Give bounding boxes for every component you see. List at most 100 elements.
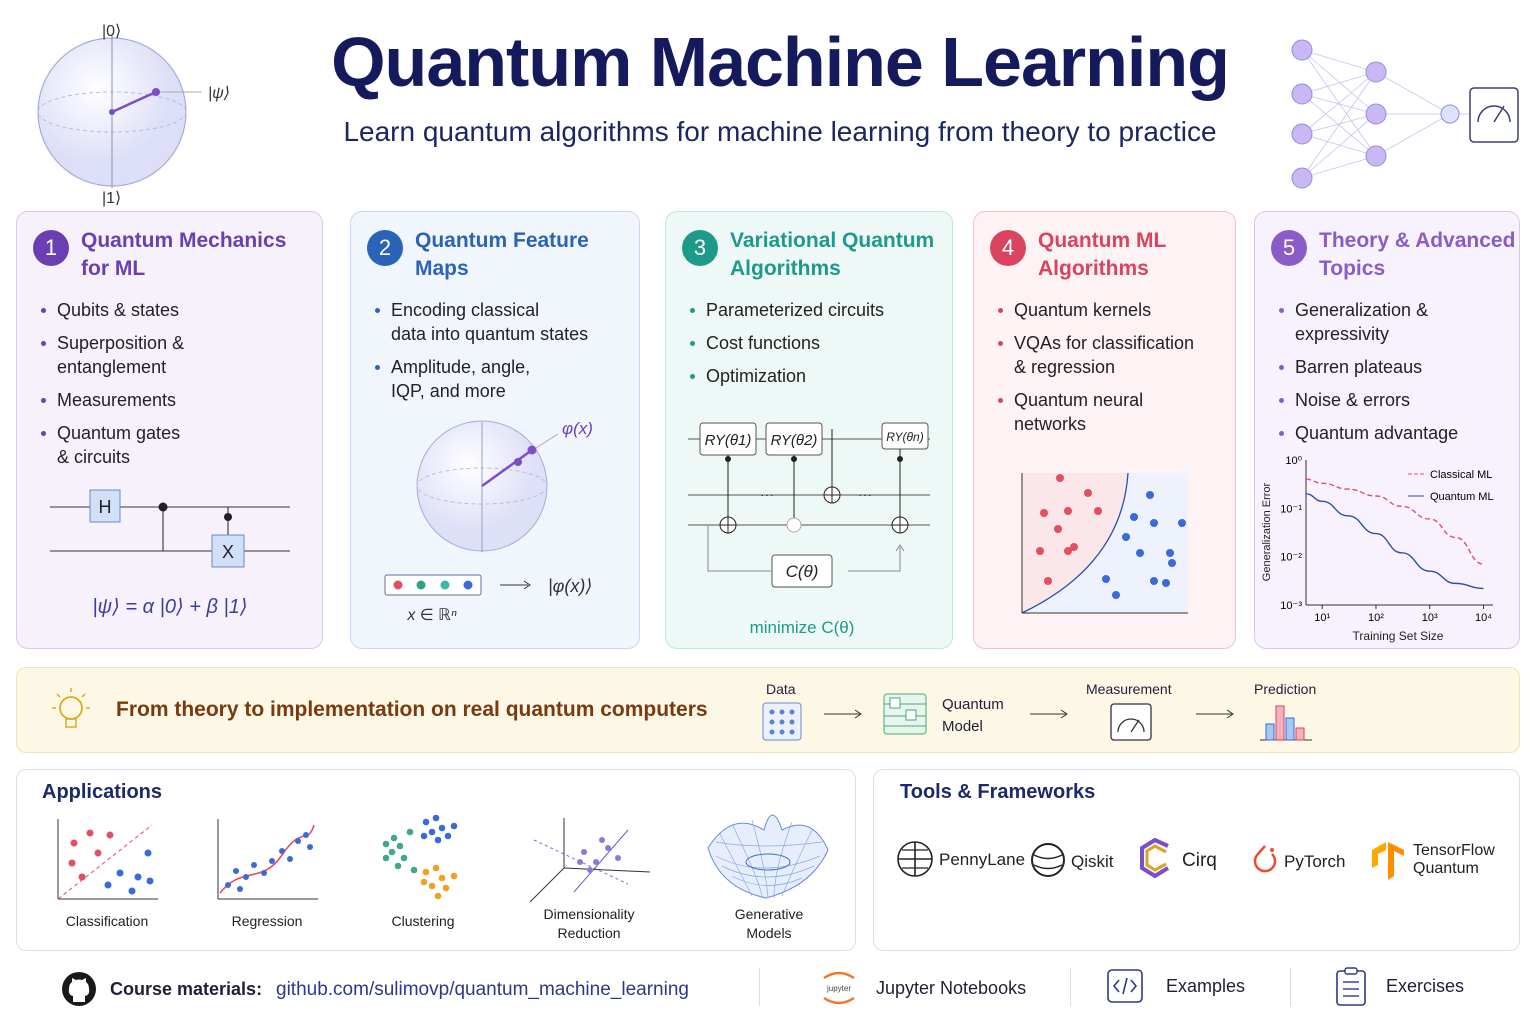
module-number-badge: 1 bbox=[33, 230, 69, 266]
exercises-link[interactable]: Exercises bbox=[1386, 976, 1465, 996]
nn-node bbox=[1291, 83, 1313, 105]
nn-node bbox=[1365, 145, 1387, 167]
tool-pytorch[interactable]: PyTorch bbox=[1284, 852, 1346, 871]
code-icon bbox=[1107, 969, 1143, 1003]
applications-title: Applications bbox=[42, 781, 163, 803]
phi-label: φ(x) bbox=[562, 419, 593, 438]
page-subtitle: Learn quantum algorithms for machine lea… bbox=[343, 116, 1217, 147]
state-formula: |ψ⟩ = α |0⟩ + β |1⟩ bbox=[92, 596, 247, 618]
bar-chart-icon bbox=[1260, 705, 1312, 741]
divider bbox=[759, 968, 760, 1006]
tool-qiskit[interactable]: Qiskit bbox=[1071, 852, 1114, 871]
kernel-classification-diagram bbox=[1021, 472, 1188, 614]
clustering-icon bbox=[382, 814, 458, 900]
generative-surface-icon bbox=[707, 814, 829, 899]
topic-item: Optimization bbox=[688, 364, 884, 388]
flow-prediction-label: Prediction bbox=[1254, 681, 1317, 697]
dimensionality-reduction-icon bbox=[529, 818, 651, 903]
cost-box: C(θ) bbox=[786, 562, 819, 581]
legend-label: Quantum ML bbox=[1430, 491, 1494, 503]
topic-item: Barren plateaus bbox=[1277, 355, 1458, 379]
tools-panel bbox=[873, 769, 1520, 951]
jupyter-link[interactable]: Jupyter Notebooks bbox=[876, 978, 1027, 998]
x-gate: X bbox=[222, 542, 234, 562]
topic-item: Generalization &expressivity bbox=[1277, 298, 1458, 346]
bloch-sphere-icon: |0⟩ |1⟩ |ψ⟩ bbox=[37, 23, 230, 207]
nn-node bbox=[1440, 104, 1460, 124]
pytorch-icon bbox=[1253, 845, 1277, 873]
y-tick-label: 10⁻¹ bbox=[1280, 503, 1302, 515]
circuit-diagram: H X |ψ⟩ = α |0⟩ + β |1⟩ bbox=[50, 489, 290, 618]
neural-network-icon bbox=[1291, 39, 1519, 189]
topic-item: Cost functions bbox=[688, 331, 884, 355]
y-tick-label: 10⁰ bbox=[1285, 455, 1302, 467]
variational-circuit-diagram: RY(θ1) RY(θ2) RY(θn) ··· ··· C(θ) minimi… bbox=[688, 422, 930, 637]
x-tick-label: 10² bbox=[1368, 612, 1384, 624]
module-number-badge: 4 bbox=[990, 230, 1026, 266]
application-classification: Classification bbox=[65, 913, 149, 929]
flow-data-label: Data bbox=[766, 681, 796, 697]
psi-label: |ψ⟩ bbox=[208, 85, 230, 102]
dots-1: ··· bbox=[760, 486, 774, 502]
banner-text: From theory to implementation on real qu… bbox=[116, 698, 708, 721]
topic-item: Quantum gates& circuits bbox=[39, 421, 184, 469]
module-number-badge: 2 bbox=[367, 230, 403, 266]
x-tick-label: 10⁴ bbox=[1475, 612, 1492, 624]
tools-title: Tools & Frameworks bbox=[900, 781, 1096, 803]
qiskit-icon bbox=[1031, 843, 1065, 877]
meter-icon bbox=[1110, 703, 1152, 741]
examples-link[interactable]: Examples bbox=[1166, 976, 1246, 996]
tool-pennylane[interactable]: PennyLane bbox=[939, 850, 1026, 869]
ry-gate-1: RY(θ1) bbox=[705, 432, 752, 449]
ket-phi-label: |φ(x)⟩ bbox=[548, 576, 592, 596]
nn-node bbox=[1291, 39, 1313, 61]
application-clustering: Clustering bbox=[391, 913, 455, 929]
arrow-icon bbox=[1030, 709, 1068, 719]
nn-node bbox=[1291, 123, 1313, 145]
tool-cirq[interactable]: Cirq bbox=[1182, 850, 1217, 871]
jupyter-icon: jupyter bbox=[823, 971, 855, 1005]
series-quantum-ml bbox=[1305, 493, 1484, 590]
chart-ylabel: Generalization Error bbox=[1261, 482, 1273, 581]
x-tick-label: 10¹ bbox=[1314, 612, 1330, 624]
topic-item: Amplitude, angle,IQP, and more bbox=[373, 355, 588, 403]
topic-item: Superposition &entanglement bbox=[39, 331, 184, 379]
arrow-icon bbox=[1196, 709, 1234, 719]
tensorflow-icon bbox=[1372, 842, 1404, 880]
minimize-label: minimize C(θ) bbox=[750, 618, 855, 637]
chart-xlabel: Training Set Size bbox=[1353, 629, 1444, 643]
x-tick-label: 10³ bbox=[1422, 612, 1438, 624]
nn-node bbox=[1365, 103, 1387, 125]
application-regression: Regression bbox=[231, 913, 303, 929]
y-tick-label: 10⁻² bbox=[1280, 552, 1302, 564]
ket0-label: |0⟩ bbox=[102, 23, 121, 40]
course-link[interactable]: github.com/sulimovp/quantum_machine_lear… bbox=[276, 979, 689, 1000]
series-classical-ml bbox=[1305, 478, 1484, 565]
quantum-model-icon bbox=[883, 693, 927, 735]
lightbulb-icon bbox=[52, 688, 90, 728]
dots-2: ··· bbox=[858, 486, 872, 502]
feature-map-diagram: φ(x) |φ(x)⟩ x ∈ ℝⁿ bbox=[384, 419, 593, 624]
ry-gate-n: RY(θn) bbox=[886, 430, 923, 444]
module-number-badge: 5 bbox=[1271, 230, 1307, 266]
ry-gate-2: RY(θ2) bbox=[771, 432, 818, 449]
divider bbox=[1290, 968, 1291, 1006]
topic-item: Noise & errors bbox=[1277, 388, 1458, 412]
topic-item: Qubits & states bbox=[39, 298, 184, 322]
cirq-icon bbox=[1140, 838, 1170, 879]
